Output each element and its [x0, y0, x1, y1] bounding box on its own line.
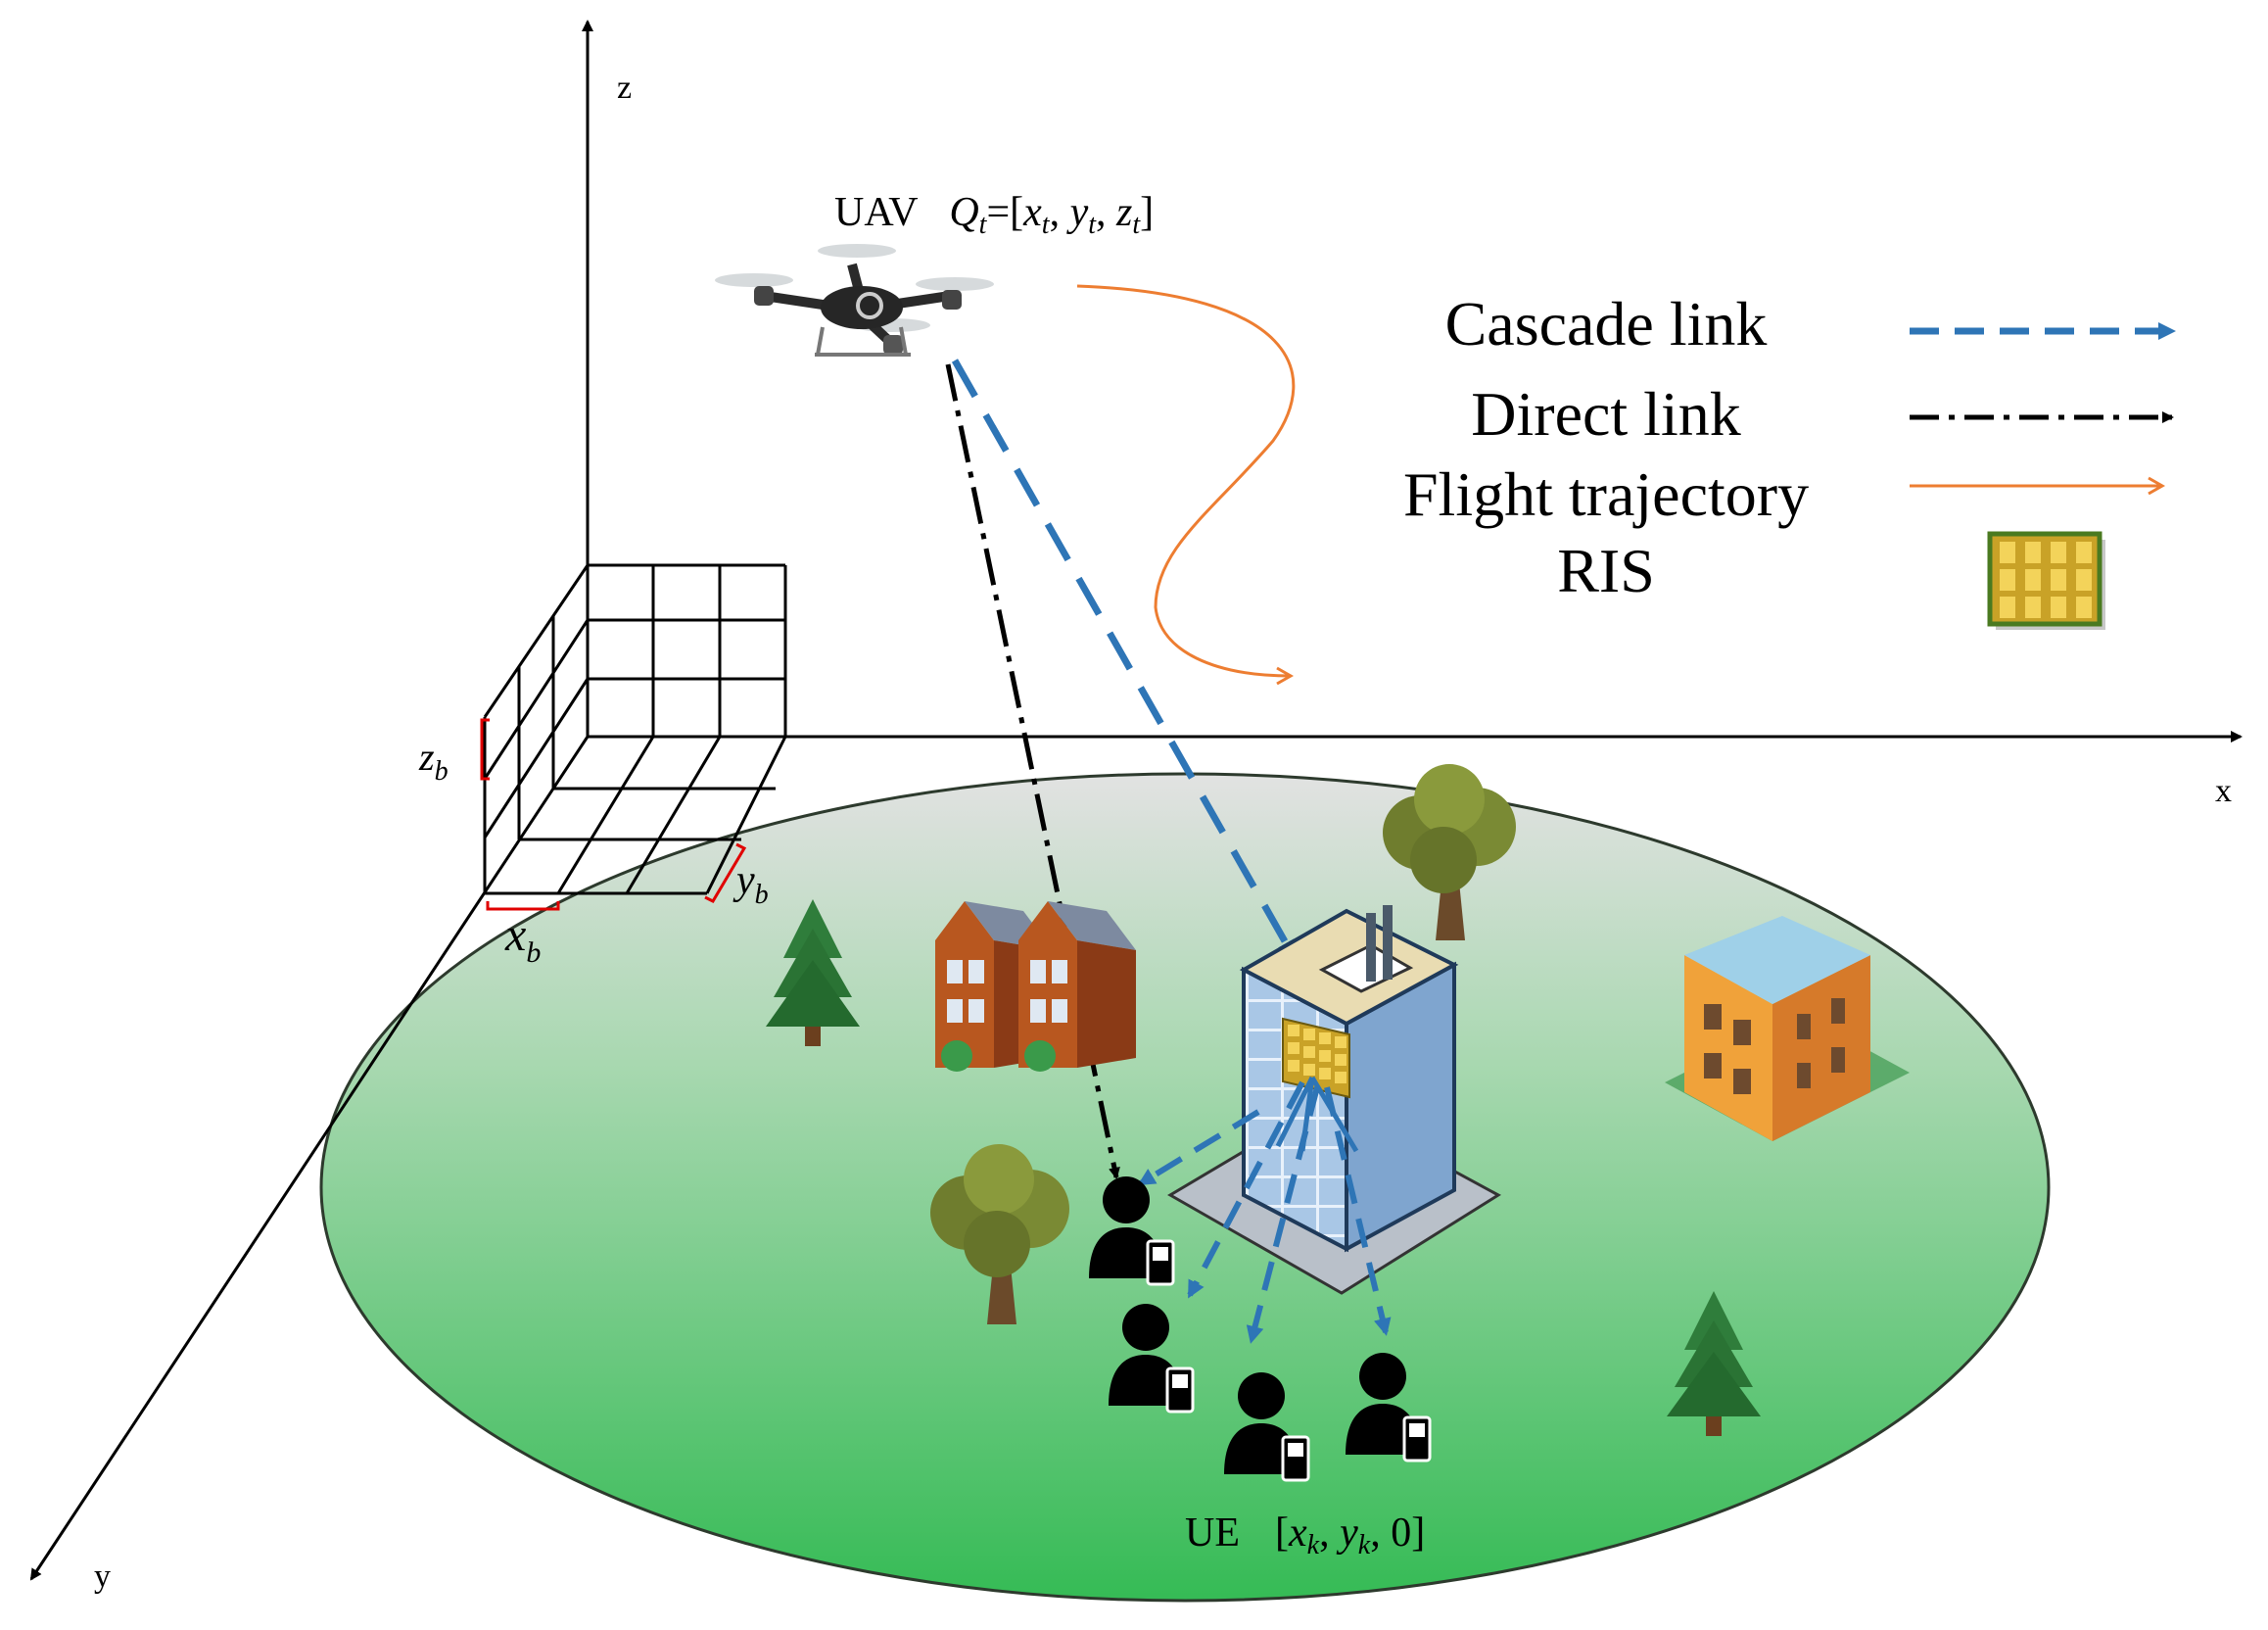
flight-trajectory: [1076, 284, 1296, 686]
ue-label: UE[xk, yk, 0]: [1185, 1510, 1425, 1560]
ris-panel-icon: [1282, 1017, 1350, 1099]
y-axis-label: y: [94, 1558, 111, 1595]
user-with-phone-icon: [1224, 1372, 1310, 1482]
coordinate-axes: [29, 20, 2243, 1581]
grid-brackets: [480, 718, 747, 911]
tree-icon: [1383, 764, 1516, 940]
legend-trajectory-label: Flight trajectory: [1403, 459, 1809, 529]
zb-bracket: [480, 718, 490, 781]
xb-label: xb: [504, 909, 541, 969]
yb-bracket: [704, 842, 747, 903]
apartment-icon: [1665, 916, 1910, 1141]
xb-bracket: [486, 901, 560, 911]
drone-icon: [715, 244, 994, 357]
user-with-phone-icon: [1346, 1353, 1432, 1462]
tree-icon: [766, 899, 860, 1046]
grid-cube: [483, 563, 787, 895]
tree-icon: [930, 1144, 1069, 1324]
y-axis: [29, 736, 590, 1581]
legend-cascade-label: Cascade link: [1445, 289, 1768, 359]
x-axis-label: x: [2215, 773, 2232, 809]
ris-panel-icon: [1987, 531, 2105, 630]
user-with-phone-icon: [1089, 1176, 1175, 1286]
cascade-link-uav-ris: [951, 359, 1297, 959]
zb-label: zb: [418, 735, 449, 787]
yb-label: yb: [732, 858, 769, 910]
legend-direct-label: Direct link: [1471, 379, 1740, 449]
cascade-links-ris-users: [1137, 1080, 1392, 1344]
ris-beam-lines: [1275, 1076, 1359, 1153]
house-icon: [1018, 901, 1136, 1072]
z-axis-label: z: [617, 70, 632, 106]
tree-icon: [1667, 1291, 1761, 1436]
user-with-phone-icon: [1109, 1304, 1195, 1414]
legend-ris-label: RIS: [1557, 536, 1655, 605]
legend: Cascade link Direct link Flight trajecto…: [1403, 289, 2176, 630]
uav-label: UAV Qt=[xt, yt, zt]: [834, 190, 1154, 240]
